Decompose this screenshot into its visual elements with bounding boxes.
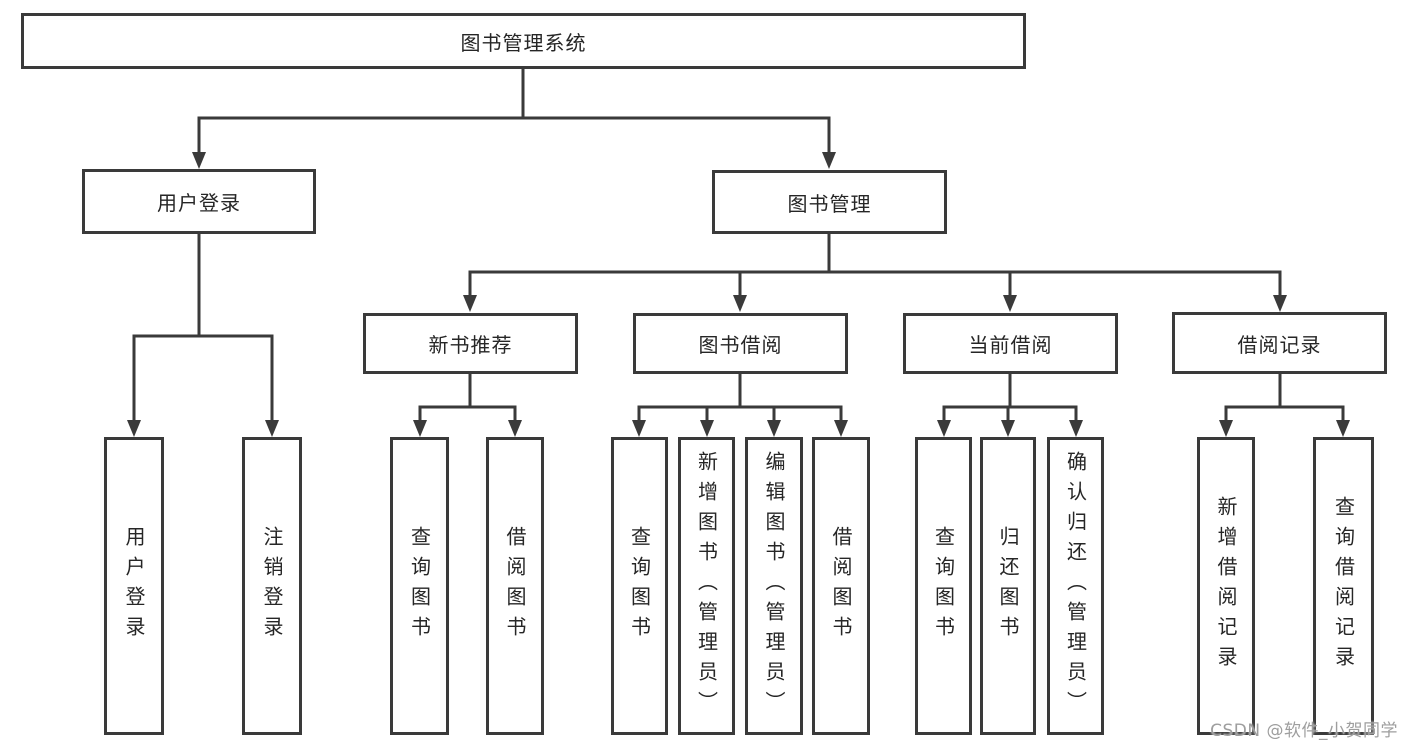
node-leaf-borrow-books: 借阅图书 (812, 437, 870, 735)
node-library-management-system: 图书管理系统 (21, 13, 1026, 69)
node-leaf-add-borrow-record: 新增借阅记录 (1197, 437, 1255, 735)
node-book-borrow: 图书借阅 (633, 313, 848, 374)
node-leaf-query-books-borrow: 查询图书 (611, 437, 668, 735)
node-current-borrow: 当前借阅 (903, 313, 1118, 374)
node-leaf-edit-books-admin: 编辑图书（管理员） (745, 437, 803, 735)
node-leaf-confirm-return-admin: 确认归还（管理员） (1047, 437, 1104, 735)
node-leaf-query-books-recommend: 查询图书 (390, 437, 449, 735)
node-leaf-query-borrow-record: 查询借阅记录 (1313, 437, 1374, 735)
connector-group (127, 69, 1350, 437)
node-leaf-user-login: 用户登录 (104, 437, 164, 735)
node-leaf-query-books-current: 查询图书 (915, 437, 972, 735)
node-new-book-recommend: 新书推荐 (363, 313, 578, 374)
node-leaf-borrow-books-recommend: 借阅图书 (486, 437, 544, 735)
csdn-watermark: CSDN @软件_小贺同学 (1210, 721, 1398, 741)
node-borrow-records: 借阅记录 (1172, 312, 1387, 374)
node-leaf-logout: 注销登录 (242, 437, 302, 735)
node-leaf-add-books-admin: 新增图书（管理员） (678, 437, 735, 735)
node-leaf-return-books: 归还图书 (980, 437, 1036, 735)
node-user-login: 用户登录 (82, 169, 316, 234)
node-book-management: 图书管理 (712, 170, 947, 234)
